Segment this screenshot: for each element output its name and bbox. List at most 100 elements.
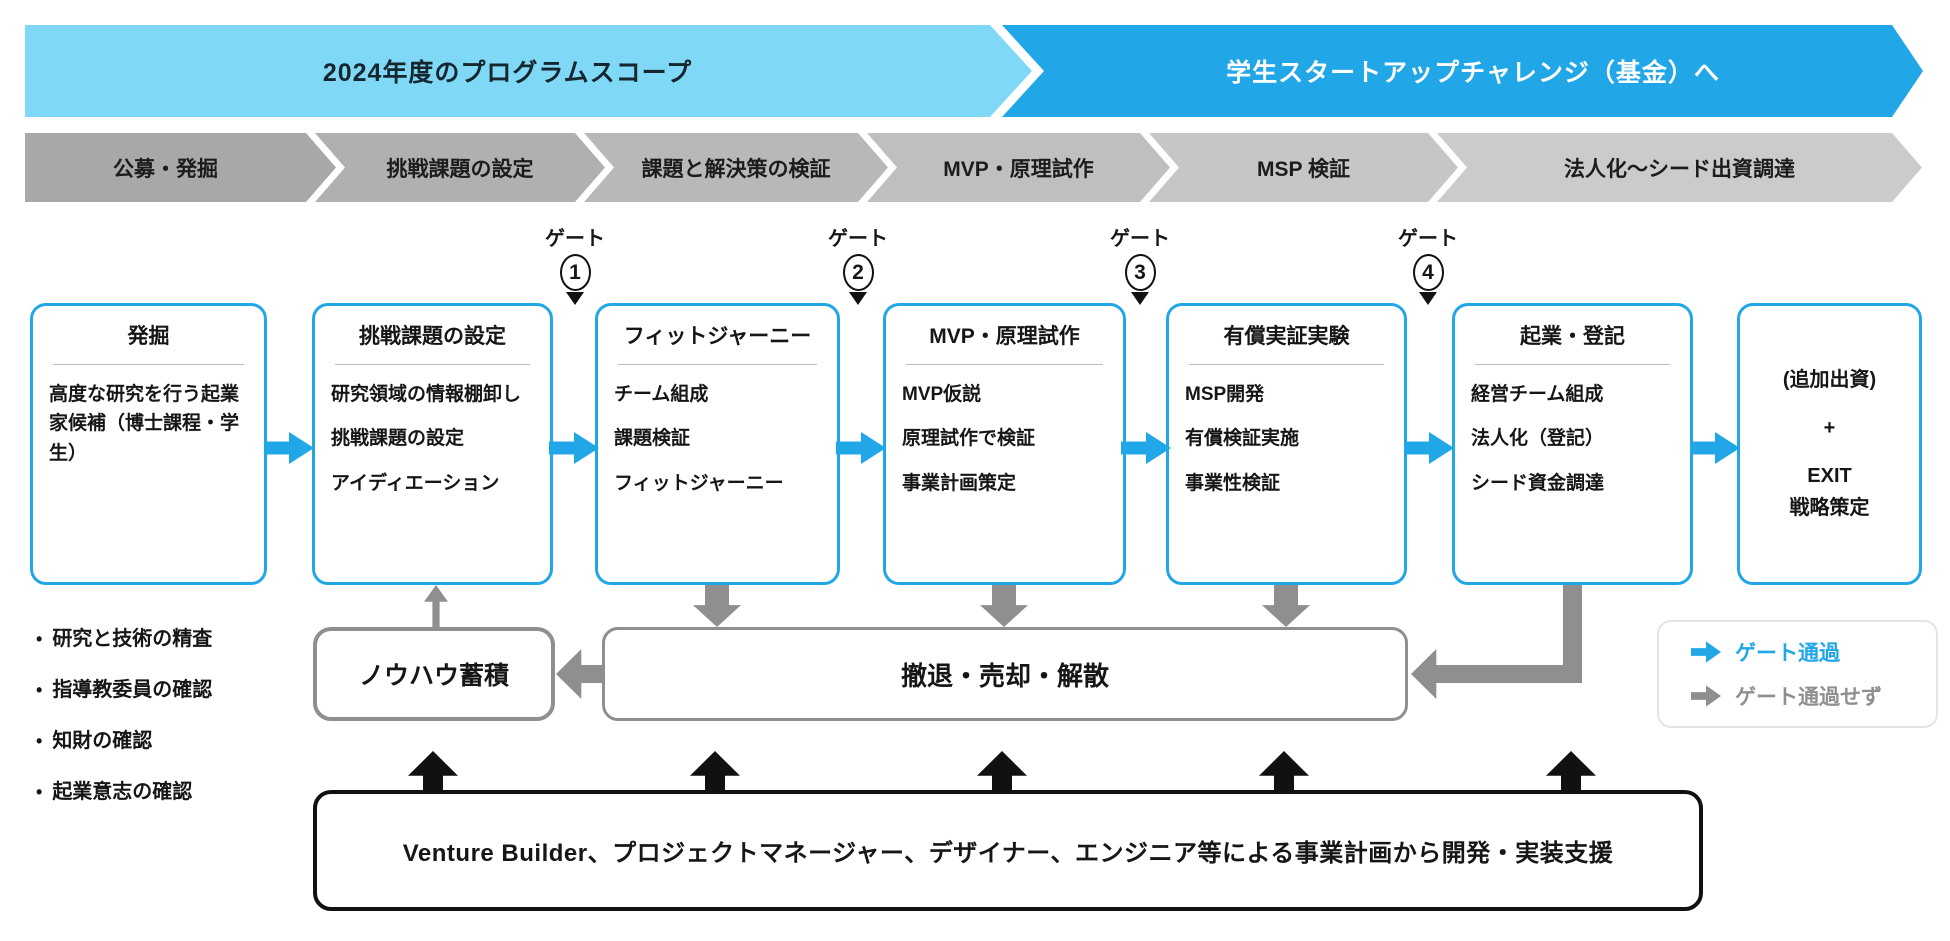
list-item-label: 指導教委員の確認	[52, 679, 213, 702]
knowhow-box: ノウハウ蓄積	[313, 627, 555, 721]
banner-student-startup-challenge: 学生スタートアップチャレンジ（基金）へ	[1002, 25, 1923, 117]
gate-pass-arrow-icon	[836, 432, 886, 464]
gate-marker-4: ゲート 4	[1383, 222, 1473, 305]
venture-builder-support-box: Venture Builder、プロジェクトマネージャー、デザイナー、エンジニア…	[313, 790, 1703, 911]
gate-pass-arrow-icon	[1404, 432, 1454, 464]
stage-box-item: 高度な研究を行う起業家候補（博士課程・学生）	[49, 384, 240, 464]
withdraw-left-arrow-icon	[1411, 649, 1457, 699]
list-item: • 知財の確認	[36, 728, 286, 754]
withdraw-elbow-connector	[1448, 665, 1582, 683]
knowhow-left-arrow-icon	[556, 649, 602, 699]
stage-box-item: チーム組成	[614, 384, 709, 405]
gate-pointer-icon	[566, 292, 584, 305]
list-item-label: 起業意志の確認	[52, 781, 193, 804]
withdraw-arrow-icon	[980, 585, 1028, 627]
stage-box-title: MVP・原理試作	[929, 325, 1080, 348]
gate-pass-arrow-icon	[264, 432, 314, 464]
support-arrow-icon	[1546, 751, 1596, 791]
stage-box-item: 戦略策定	[1789, 497, 1870, 519]
box-divider	[906, 364, 1103, 365]
bullet-icon: •	[36, 731, 43, 752]
stage-box-item: 事業性検証	[1185, 472, 1281, 494]
gate-pass-arrow-icon	[549, 432, 599, 464]
venture-builder-support-label: Venture Builder、プロジェクトマネージャー、デザイナー、エンジニア…	[402, 840, 1614, 867]
list-item: • 研究と技術の精査	[36, 626, 286, 652]
bullet-icon: •	[36, 629, 43, 649]
gate-label: ゲート	[1110, 228, 1170, 250]
screening-checklist: • 研究と技術の精査 • 指導教委員の確認 • 知財の確認 • 起業意志の確認	[36, 626, 286, 830]
knowhow-box-label: ノウハウ蓄積	[358, 662, 509, 690]
support-arrow-icon	[690, 751, 740, 791]
stage-box-item: 挑戦課題の設定	[331, 428, 465, 450]
stage-box-item: 研究領域の情報棚卸し	[331, 384, 522, 405]
stage-box-mvp-prototype: MVP・原理試作 MVP仮説 原理試作で検証 事業計画策定	[883, 303, 1126, 585]
phase-chevron-incorporation-seed: 法人化〜シード出資調達	[1437, 133, 1922, 202]
banner-2024-program-scope-label: 2024年度のプログラムスコープ	[322, 59, 693, 87]
stage-box-title: 発掘	[127, 325, 170, 348]
stage-box-item: 法人化（登記）	[1471, 428, 1605, 450]
withdraw-box-label: 撤退・売却・解散	[900, 660, 1109, 691]
list-item-label: 研究と技術の精査	[52, 628, 213, 650]
gate-label: ゲート	[1398, 228, 1458, 250]
stage-box-fit-journey: フィットジャーニー チーム組成 課題検証 フィットジャーニー	[595, 303, 840, 585]
gate-marker-3: ゲート 3	[1095, 222, 1185, 305]
banner-student-startup-challenge-label: 学生スタートアップチャレンジ（基金）へ	[1226, 59, 1720, 87]
stage-box-item: (追加出資)	[1782, 369, 1877, 391]
stage-box-discovery: 発掘 高度な研究を行う起業家候補（博士課程・学生）	[30, 303, 267, 585]
phase-label: 公募・発掘	[113, 157, 218, 181]
list-item: • 起業意志の確認	[36, 779, 286, 805]
withdraw-box: 撤退・売却・解散	[602, 627, 1408, 721]
banner-2024-program-scope: 2024年度のプログラムスコープ	[25, 25, 1032, 117]
gate-number-badge: 3	[1124, 254, 1156, 291]
stage-box-item: 経営チーム組成	[1471, 384, 1604, 405]
stage-box-item: シード資金調達	[1471, 472, 1605, 494]
withdraw-arrow-icon	[1262, 585, 1310, 627]
phase-label: MVP・原理試作	[943, 157, 1094, 181]
gate-pointer-icon	[1131, 292, 1149, 305]
phase-label: 法人化〜シード出資調達	[1564, 157, 1795, 181]
box-divider	[53, 364, 244, 365]
bullet-icon: •	[36, 782, 43, 803]
gate-marker-2: ゲート 2	[813, 222, 903, 305]
stage-box-item: アイディエーション	[331, 472, 500, 494]
phase-label: 挑戦課題の設定	[386, 157, 534, 181]
stage-box-item: 事業計画策定	[902, 472, 1017, 494]
gate-label: ゲート	[828, 228, 888, 250]
stage-box-title: 起業・登記	[1520, 325, 1625, 348]
stage-box-paid-validation: 有償実証実験 MSP開発 有償検証実施 事業性検証	[1166, 303, 1407, 585]
stage-box-item: 原理試作で検証	[902, 428, 1036, 450]
phase-chevron-recruit: 公募・発掘	[25, 133, 336, 202]
stage-box-item: EXIT	[1807, 465, 1852, 487]
stage-box-title: フィットジャーニー	[623, 325, 812, 348]
legend-label: ゲート通過	[1735, 642, 1840, 665]
legend-label: ゲート通過せず	[1735, 686, 1882, 709]
gate-number-badge: 1	[559, 254, 591, 291]
phase-label: 課題と解決策の検証	[641, 157, 831, 181]
gate-pass-arrow-icon	[1690, 432, 1740, 464]
legend: ゲート通過 ゲート通過せず	[1657, 620, 1938, 728]
stage-box-challenge-setting: 挑戦課題の設定 研究領域の情報棚卸し 挑戦課題の設定 アイディエーション	[312, 303, 553, 585]
gate-number-badge: 4	[1412, 254, 1444, 291]
withdraw-arrow-icon	[693, 585, 741, 627]
stage-box-item: 課題検証	[614, 428, 691, 450]
gate-pointer-icon	[1419, 292, 1437, 305]
stage-box-item: MVP仮説	[902, 384, 982, 405]
stage-box-title: 挑戦課題の設定	[359, 325, 506, 348]
box-divider	[618, 364, 817, 365]
withdraw-elbow-connector	[1563, 585, 1582, 683]
knowhow-feedback-arrow-icon	[424, 585, 448, 627]
gate-marker-1: ゲート 1	[530, 222, 620, 305]
stage-box-title: 有償実証実験	[1223, 325, 1350, 348]
box-divider	[1189, 364, 1384, 365]
box-divider	[1475, 364, 1670, 365]
gate-label: ゲート	[545, 228, 605, 250]
gate-pass-arrow-icon	[1121, 432, 1171, 464]
phase-chevron-msp-validation: MSP 検証	[1149, 133, 1458, 202]
support-arrow-icon	[1259, 751, 1309, 791]
box-divider	[335, 364, 530, 365]
stage-box-exit: (追加出資) + EXIT 戦略策定	[1737, 303, 1922, 585]
gate-pointer-icon	[849, 292, 867, 305]
list-item: • 指導教委員の確認	[36, 677, 286, 703]
phase-chevron-challenge-setting: 挑戦課題の設定	[315, 133, 605, 202]
